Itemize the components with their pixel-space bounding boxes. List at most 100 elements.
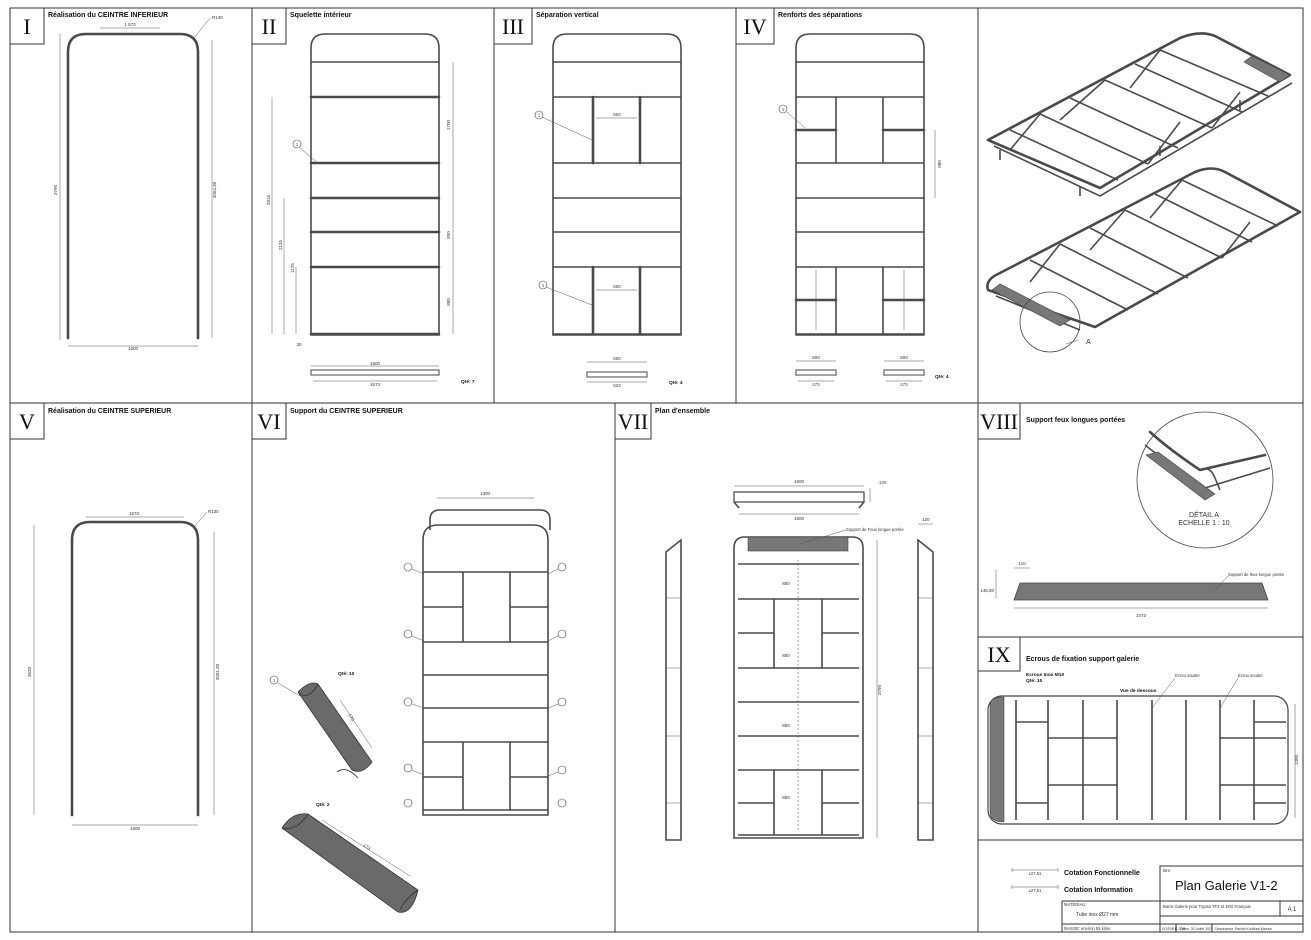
p9-label2: Ecrou souder [1238,673,1264,678]
panel-2-title: Squelette intérieur [290,12,352,19]
p3-a: 600 [613,112,621,117]
panel-9-drawing: Ecrous Inox M10 Qté: 10 Vue de dessous E… [987,672,1299,825]
panel-7-drawing: 1600 1600 120 Support de Feux longue por… [665,479,934,841]
p2-d3: 2135 [278,239,283,250]
panel-7-title: Plan d'ensemble [655,408,710,415]
p8-detail: DÉTAIL A [1189,510,1219,519]
p2-callout: 1 [296,142,299,147]
p3-w2: 623 [613,383,621,388]
panel-6-title: Support du CEINTRE SUPERIEUR [290,408,403,415]
title-block: titre: Plan Galerie V1-2 MATÉRIAU: Tube … [1061,865,1304,933]
p8-len: 1073 [1136,613,1147,618]
p4-h: 880 [937,160,942,168]
p2-d7: 30 [296,342,302,347]
p2-d2: 2815 [266,194,271,205]
p2-d4: 1175 [290,263,295,273]
p9-h: 1300 [1294,754,1299,765]
p5-right-dim: 3501,30 [215,663,220,680]
p4-b2: 473 [900,382,908,387]
p8-d1: 110 [1018,561,1026,566]
p7-total: 3790 [877,684,882,695]
p1-radius: R130 [212,15,223,20]
p6-callouts [403,562,567,808]
p2-w1: 1600 [370,361,381,366]
p5-bottom-dim: 1500 [130,826,141,831]
legend-functional: Cotation Fonctionnelle [1064,870,1140,877]
iso-rack-top [986,32,1293,197]
p6-qty-b: Qté: 2 [316,802,330,808]
p5-radius: R130 [208,509,219,514]
legend-sample-1: ±27,51 [1029,871,1042,876]
panel-9-numeral: IX [987,642,1010,667]
p2-w2: 1573 [370,382,381,387]
p3-qty: Qté: 4 [669,380,683,386]
p5-left-dim: 3620 [27,666,32,677]
p1-top-dim: 1 573 [124,22,136,27]
panel-6-numeral: VI [257,409,280,434]
p5-top-dim: 1573 [129,511,140,516]
p8-d2: 146,50 [980,588,994,593]
p3-callout-a: 1 [538,113,541,118]
p4-callout: 1 [782,107,785,112]
p9-sub2: Qté: 10 [1026,678,1043,684]
panel-iso-view: A [986,32,1302,353]
p8-label: Support de feux longue portée [1228,572,1285,577]
panel-1-title: Réalisation du CEINTRE INFERIEUR [48,12,168,19]
p7-h2: 120 [922,517,930,522]
dimension-legend: ±27,51 Cotation Fonctionnelle ±27,51 Cot… [1011,868,1140,894]
p6-tube-part-b: 173 Qté: 2 [281,802,419,913]
legend-sample-2: ±27,51 [1029,888,1042,893]
panel-8-title: Support feux longues portées [1026,417,1125,424]
p2-qty: Qté: 7 [461,379,475,385]
iso-rack-bottom: A [986,167,1302,353]
iso-detail-mark: A [1086,339,1091,346]
p6-qty-a: Qté: 10 [338,671,355,677]
title-label: titre: [1163,868,1171,873]
p7-s3: 850 [782,723,790,728]
p7-s2: 850 [782,653,790,658]
panel-1-numeral: I [23,14,30,39]
p2-d1: 1700 [446,119,451,130]
material-label: MATÉRIAU: [1064,902,1087,907]
p7-w1: 1600 [794,479,805,484]
p6-len-b: 173 [362,843,371,852]
p6-tube-part-a: 1 170 Qté: 10 [269,671,373,779]
panel-grid [9,7,1304,933]
panel-4-title: Renforts des séparations [778,12,862,19]
panel-3-drawing: 1 1 600 600 600 623 Qté: 4 [534,33,683,388]
panel-5-drawing: 1573 R130 3620 3501,30 1500 [27,509,220,831]
p4-a2: 473 [812,382,820,387]
mass-value: MASSE: environ 55 kilos [1064,926,1110,931]
folder-ref: DOSSIER JOR [1162,927,1186,931]
p1-left-dim: 3790 [53,184,58,195]
p3-callout-b: 1 [542,283,545,288]
p6-callout-a: 1 [273,678,276,683]
p4-qty: Qté: 4 [935,374,949,380]
sheet-size: A 1 [1288,907,1297,913]
p2-d5: 890 [446,231,451,239]
p9-label1: Ecrou souder [1175,673,1201,678]
p7-w2: 1600 [794,516,805,521]
p7-h1: 120 [879,480,887,485]
material-value: Tube inox Ø27 mm [1076,912,1118,918]
p4-a1: 500 [812,355,820,360]
panel-9-title: Ecrous de fixation support galerie [1026,656,1139,663]
p7-s1: 850 [782,581,790,586]
p3-b: 600 [613,284,621,289]
date-value: Dates: 30 Juillet 2021 [1180,927,1213,931]
panel-2-numeral: II [262,14,277,39]
p2-d6: 880 [446,298,451,306]
p3-w1: 600 [613,356,621,361]
drawing-title: Plan Galerie V1-2 [1175,878,1278,893]
p4-b1: 500 [900,355,908,360]
p1-right-dim: 3664,30 [212,181,217,198]
legend-information: Cotation Information [1064,887,1133,894]
p6-top-dim: 1300 [480,491,491,496]
panel-5-numeral: V [19,409,35,434]
panel-1-drawing: 1 573 R130 3790 3664,30 1600 [53,15,223,351]
p8-scale: ECHELLE 1 : 10 [1178,520,1229,527]
panel-7-numeral: VII [618,409,649,434]
p7-s4: 850 [782,795,790,800]
p9-sub1: Ecrous Inox M10 [1026,672,1064,678]
